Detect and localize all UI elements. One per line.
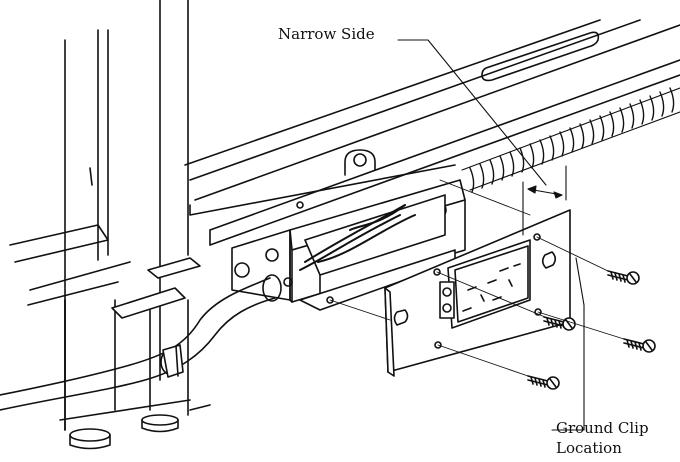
ground-clip-label-line2: Location [556,439,622,457]
ground-clip-location-label: Ground Clip Location [556,418,649,458]
leveling-foot [59,299,211,450]
alignment-lines [329,179,625,377]
screws [527,270,656,390]
appliance-panel [184,19,680,246]
power-cable [0,274,282,411]
narrow-side-label: Narrow Side [278,25,375,43]
sill-clips [111,257,201,319]
mounting-tab [344,149,376,176]
callout-leaders [397,39,585,431]
narrow-side-dimension [522,165,567,236]
wires [299,204,416,271]
ground-clip-label-line1: Ground Clip [556,419,649,437]
flex-conduit [461,87,680,191]
conduit-coils [469,87,675,193]
receptacle [439,239,531,329]
